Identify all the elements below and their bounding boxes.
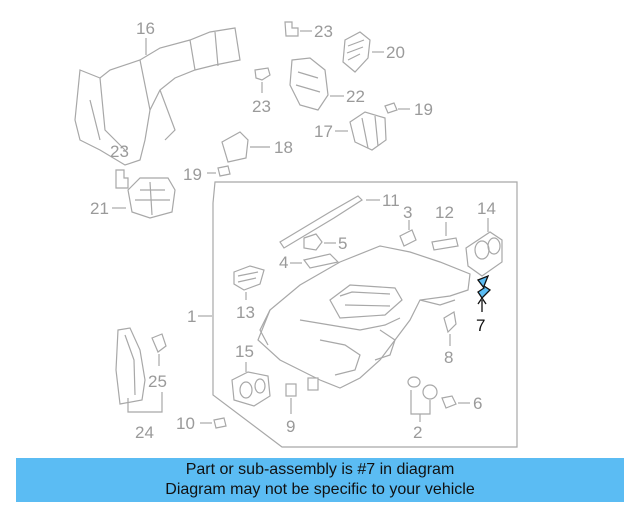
trim-strip-part-12 <box>431 237 459 251</box>
trim-strip-part-11 <box>279 195 363 249</box>
callout-18: 18 <box>274 138 293 157</box>
info-banner: Part or sub-assembly is #7 in diagram Di… <box>16 458 624 502</box>
screw-part-19-top <box>384 102 398 114</box>
bracket-part-22 <box>289 57 329 111</box>
callout-14: 14 <box>477 199 496 218</box>
callout-4: 4 <box>279 253 288 272</box>
screw-part-10 <box>213 417 227 429</box>
callout-22: 22 <box>346 87 365 106</box>
callout-16: 16 <box>136 19 155 38</box>
callout-11: 11 <box>382 191 400 210</box>
callout-12: 12 <box>435 203 454 222</box>
callout-9: 9 <box>286 417 295 436</box>
bracket-part-4 <box>302 253 340 269</box>
screw-part-6 <box>441 395 457 409</box>
banner-disclaimer: Diagram may not be specific to your vehi… <box>165 481 475 498</box>
callout-23-left: 23 <box>110 142 129 161</box>
callout-24: 24 <box>135 423 154 442</box>
assembly-box <box>212 181 518 448</box>
banner-part-notice: Part or sub-assembly is #7 in diagram <box>185 461 455 478</box>
vent-part-20 <box>342 31 371 73</box>
clip-part-9 <box>285 377 319 397</box>
highlighted-part-7 <box>476 274 492 300</box>
callout-5: 5 <box>338 234 347 253</box>
clip-part-23-left <box>115 169 129 189</box>
callout-17: 17 <box>314 122 333 141</box>
callout-6: 6 <box>473 394 482 413</box>
bracket-part-17 <box>349 111 387 151</box>
clip-part-23-top <box>284 21 299 37</box>
screw-part-19-left <box>217 165 231 177</box>
callout-19-left: 19 <box>183 165 202 184</box>
callout-1: 1 <box>187 307 196 326</box>
callout-23-top: 23 <box>314 22 333 41</box>
vent-part-14 <box>465 231 503 277</box>
clip-part-8 <box>443 311 457 334</box>
bracket-part-21 <box>127 177 176 219</box>
clip-part-25 <box>151 333 167 353</box>
callout-19-top: 19 <box>414 100 433 119</box>
vent-part-15 <box>231 371 271 407</box>
cross-car-beam-part <box>74 27 241 166</box>
callout-15: 15 <box>235 342 254 361</box>
callout-7: 7 <box>476 316 485 335</box>
callout-3: 3 <box>403 203 412 222</box>
clip-part-2 <box>407 376 438 400</box>
nut-part-5 <box>303 233 323 251</box>
callout-21: 21 <box>90 199 109 218</box>
end-cap-part-24 <box>115 327 146 405</box>
callout-2: 2 <box>413 423 422 442</box>
vent-part-13 <box>233 265 265 291</box>
callout-25: 25 <box>148 372 167 391</box>
clip-part-3 <box>399 229 417 247</box>
callout-13: 13 <box>236 303 255 322</box>
clip-part-23-mid <box>254 67 271 81</box>
callout-23-mid: 23 <box>252 97 271 116</box>
bracket-part-18 <box>221 131 249 163</box>
callout-20: 20 <box>386 43 405 62</box>
instrument-panel-main <box>257 245 471 389</box>
callout-8: 8 <box>444 348 453 367</box>
callout-10: 10 <box>176 414 195 433</box>
